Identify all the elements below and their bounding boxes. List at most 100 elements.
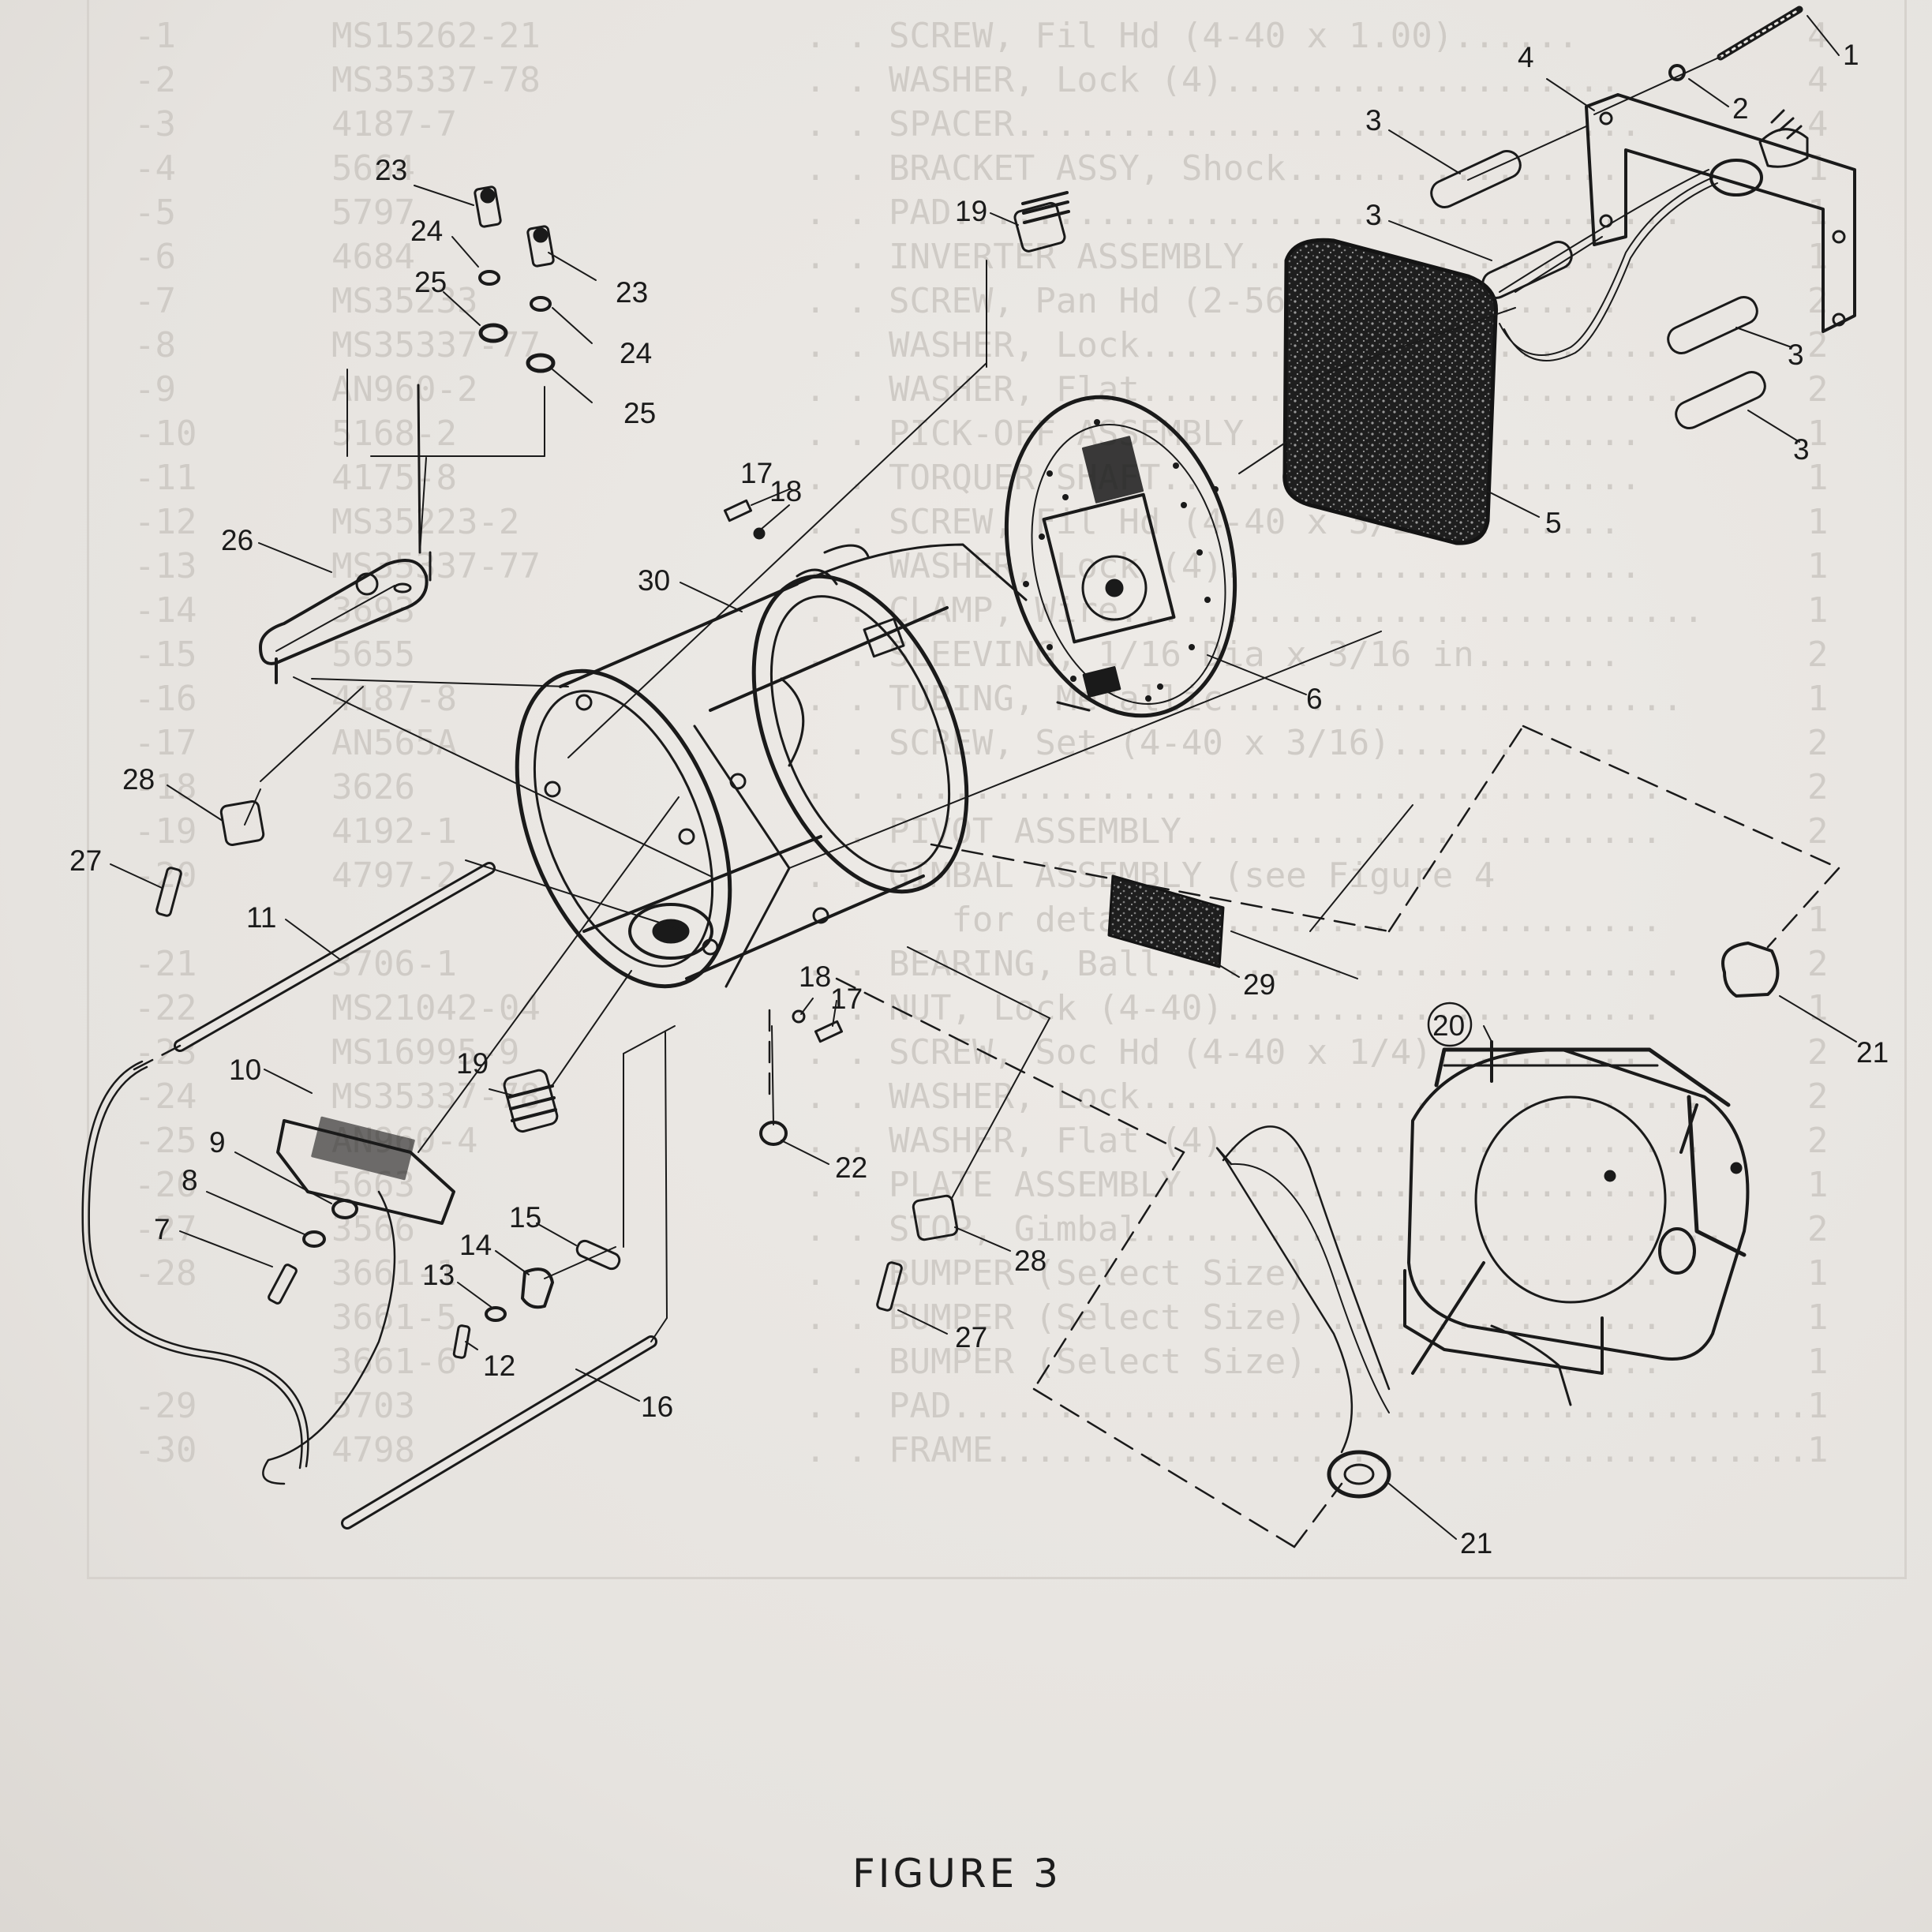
ghost-index: -19 <box>134 811 197 852</box>
callout-20-circle <box>1427 1002 1473 1047</box>
callout-21: 21 <box>1460 1527 1492 1559</box>
ghost-qty: 1 <box>1807 1297 1829 1338</box>
callout-numbers: 1 2 3 3 3 3 4 5 6 7 8 9 10 11 12 13 14 1… <box>69 39 1889 1559</box>
callout-29: 29 <box>1243 968 1275 1001</box>
ghost-qty: 1 <box>1807 1430 1829 1470</box>
ghost-part: 5168-2 <box>331 414 457 454</box>
ghost-qty: 1 <box>1807 1165 1829 1205</box>
ghost-desc: . . WASHER, Lock (4)................... <box>805 60 1621 100</box>
washer-items-18 <box>753 527 806 1024</box>
callout-3: 3 <box>1365 199 1382 231</box>
ghost-index: -24 <box>134 1076 197 1117</box>
ghost-part: 3566 <box>331 1209 415 1249</box>
sleeving-item-15 <box>575 1239 621 1271</box>
callout-24: 24 <box>620 337 652 369</box>
pick-off-assembly-item-10 <box>81 1060 455 1485</box>
screw-item-7 <box>268 1264 298 1305</box>
callout-28: 28 <box>122 763 155 796</box>
ghost-part: AN960-2 <box>331 369 478 410</box>
gimbal-leads <box>1215 1125 1391 1454</box>
callout-6: 6 <box>1306 683 1323 715</box>
ghost-part: 5664 <box>331 148 415 189</box>
callout-21: 21 <box>1856 1036 1889 1069</box>
ghost-qty: 2 <box>1807 369 1829 410</box>
callout-17: 17 <box>740 457 773 489</box>
ghost-part: 4192-1 <box>331 811 457 852</box>
ghost-part: 4175-8 <box>331 458 457 498</box>
frame-item-30 <box>515 543 1028 989</box>
ghost-desc: . . ....................................… <box>805 767 1663 807</box>
callout-20: 20 <box>1432 1009 1465 1042</box>
inverter-assembly-item-6 <box>1004 395 1237 718</box>
callout-26: 26 <box>221 524 253 556</box>
ghost-desc: . . WASHER, Lock (4).................... <box>805 546 1642 586</box>
ghost-qty: 2 <box>1807 1121 1829 1161</box>
clamp-item-14 <box>521 1267 554 1309</box>
ghost-qty: 4 <box>1807 104 1829 144</box>
ghost-index: -9 <box>134 369 176 410</box>
callout-10: 10 <box>229 1054 261 1086</box>
ghost-desc: . . SPACER.............................. <box>805 104 1642 144</box>
ghost-qty: 1 <box>1807 414 1829 454</box>
callout-9: 9 <box>209 1126 226 1159</box>
ghost-index: -28 <box>134 1253 197 1294</box>
callout-27: 27 <box>69 844 102 877</box>
bearing-items-21 <box>1327 942 1780 1499</box>
spacer-items-3 <box>1430 149 1766 430</box>
pivot-items-19 <box>503 191 1070 1133</box>
washer-item-13 <box>485 1306 507 1322</box>
ghost-part: 4797-2 <box>331 856 457 896</box>
ghost-table-frame <box>87 0 1907 1579</box>
ghost-desc: . . BUMPER (Select Size)................… <box>805 1297 1663 1338</box>
washer-item-2 <box>1668 64 1686 81</box>
callout-25: 25 <box>414 266 447 298</box>
ghost-qty: 1 <box>1807 1386 1829 1426</box>
ghost-qty: 2 <box>1807 1032 1829 1073</box>
ghost-list-row: 3661-5. . BUMPER (Select Size)..........… <box>134 1297 1886 1339</box>
ghost-part: 5703 <box>331 1386 415 1426</box>
ghost-part: MS15262-21 <box>331 16 541 56</box>
callout-17: 17 <box>830 983 863 1015</box>
ghost-qty: 1 <box>1807 900 1829 940</box>
ghost-qty: 1 <box>1807 458 1829 498</box>
callout-18: 18 <box>799 960 831 993</box>
ghost-list-row: -4 5664 . . BRACKET ASSY, Shock...........… <box>134 148 1886 189</box>
ghost-desc: . . BRACKET ASSY, Shock................ <box>805 148 1621 189</box>
callout-15: 15 <box>509 1201 541 1234</box>
ghost-part: MS16995-9 <box>331 1032 520 1073</box>
ghost-part: 5797 <box>331 193 415 233</box>
ghost-index: -27 <box>134 1209 197 1249</box>
callout-13: 13 <box>422 1259 455 1291</box>
socket-screw-items-23 <box>474 185 555 268</box>
callout-leaders <box>110 15 1857 1540</box>
ghost-part: MS35337-77 <box>331 546 541 586</box>
callout-18: 18 <box>769 475 802 507</box>
callout-3: 3 <box>1793 433 1810 466</box>
figure-caption: FIGURE 3 <box>852 1851 1061 1896</box>
dashed-lines <box>133 724 1840 1548</box>
ghost-qty: 2 <box>1807 1209 1829 1249</box>
stop-items-27 <box>155 867 903 1312</box>
pad-item-29 <box>1107 874 1225 968</box>
callout-14: 14 <box>459 1229 492 1261</box>
ghost-desc: . . STOP, Gimbal........................… <box>805 1209 1725 1249</box>
ghost-qty: 1 <box>1807 546 1829 586</box>
ghost-part: 4798 <box>331 1430 415 1470</box>
screw-item-12 <box>452 1324 471 1359</box>
ghost-qty: 1 <box>1807 988 1829 1028</box>
ghost-index: -25 <box>134 1121 197 1161</box>
ghost-index: -7 <box>134 281 176 321</box>
ghost-qty: 1 <box>1807 237 1829 277</box>
ghost-part: MS21042-04 <box>331 988 541 1028</box>
ghost-index: -15 <box>134 635 197 675</box>
callout-30: 30 <box>638 564 670 597</box>
ghost-index: -6 <box>134 237 176 277</box>
ghost-part: 4684 <box>331 237 415 277</box>
ghost-index: -4 <box>134 148 176 189</box>
ghost-qty: 2 <box>1807 281 1829 321</box>
callout-22: 22 <box>835 1151 867 1184</box>
